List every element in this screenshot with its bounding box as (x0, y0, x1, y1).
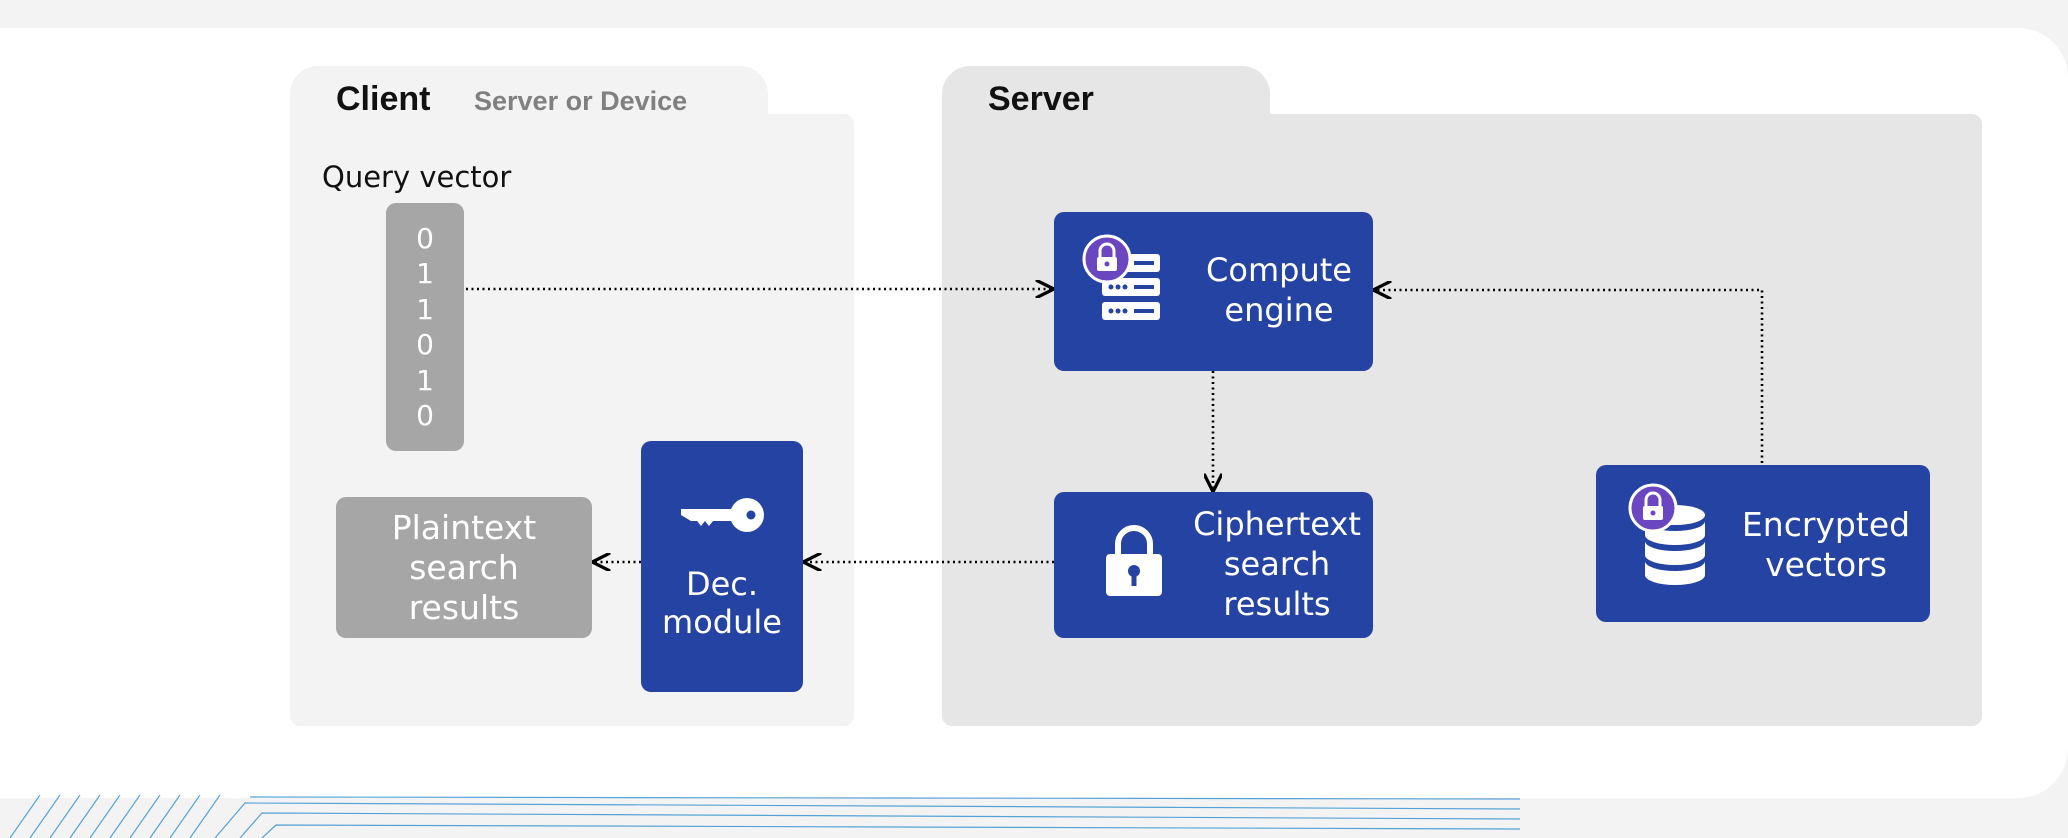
plaintext-results-label: Plaintext search results (391, 508, 537, 627)
key-icon (681, 498, 764, 532)
query-bit: 1 (416, 257, 434, 290)
encrypted-vectors-label: Encrypted vectors (1741, 505, 1911, 584)
client-title: Client (336, 80, 431, 118)
query-vector: 0 1 1 0 1 0 (386, 203, 464, 451)
dec-module-node: Dec. module (641, 441, 803, 692)
client-subtitle: Server or Device (474, 86, 688, 116)
query-bit: 0 (416, 221, 434, 255)
ciphertext-results-node: Ciphertext search results (1054, 492, 1373, 638)
ciphertext-results-label: Ciphertext search results (1193, 505, 1361, 623)
lock-badge-icon (1628, 483, 1678, 533)
compute-engine-node: Compute engine (1054, 212, 1373, 371)
compute-engine-label: Compute engine (1206, 251, 1352, 329)
plaintext-results-node: Plaintext search results (336, 497, 592, 638)
lock-badge-icon (1082, 234, 1132, 284)
padlock-icon (1106, 525, 1162, 596)
server-title: Server (988, 80, 1094, 118)
dec-module-label: Dec. module (662, 565, 782, 641)
decorative-stripes (9, 795, 1521, 838)
query-bit: 0 (416, 399, 434, 432)
query-bit: 1 (416, 292, 434, 326)
arrow-vectors-to-compute (1375, 290, 1764, 463)
query-vector-label: Query vector (322, 160, 512, 194)
query-bit: 1 (416, 363, 434, 397)
encrypted-vectors-node: Encrypted vectors (1596, 465, 1930, 622)
query-bit: 0 (416, 328, 434, 361)
